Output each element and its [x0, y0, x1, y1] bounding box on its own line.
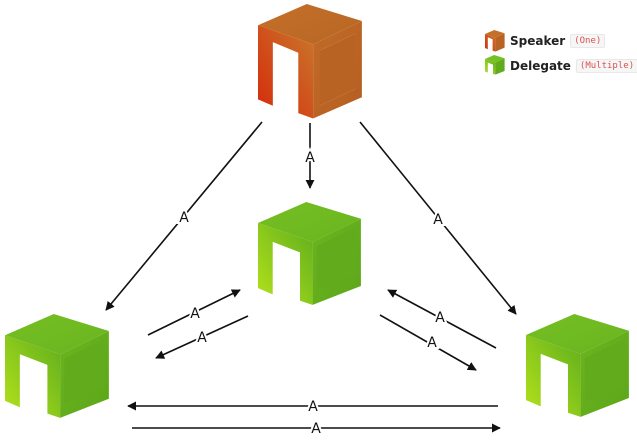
arrow-label: A: [197, 330, 207, 346]
legend-item-speaker: Speaker (One): [484, 30, 606, 52]
arrow-label: A: [179, 210, 189, 226]
delegate-cube-icon: [526, 314, 629, 417]
delegate-cube-icon: [258, 202, 361, 305]
legend-tag: (One): [570, 34, 606, 48]
arrow-label: A: [308, 399, 318, 415]
arrow-label: A: [427, 335, 437, 351]
legend-label: Speaker: [510, 34, 566, 48]
arrow-center-to-left: [155, 315, 249, 359]
arrow-label: A: [305, 150, 315, 166]
arrow-right-to-center: [387, 289, 497, 349]
legend-tag: (Multiple): [575, 59, 637, 73]
legend: Speaker (One) Delegate (Multiple): [484, 30, 637, 78]
speaker-cube-icon: [258, 4, 362, 119]
arrow-label: A: [435, 310, 445, 326]
delegate-cube-icon: [5, 314, 109, 418]
legend-item-delegate: Delegate (Multiple): [484, 55, 637, 77]
arrow-label: A: [433, 212, 443, 228]
arrow-speaker-to-right: [359, 121, 517, 315]
legend-label: Delegate: [510, 59, 571, 73]
arrow-label: A: [311, 421, 321, 437]
arrow-left-to-center: [147, 289, 241, 336]
arrow-label: A: [190, 306, 200, 322]
arrow-speaker-to-left: [105, 121, 263, 311]
speaker-cube-icon: [485, 30, 505, 52]
arrow-center-to-right: [379, 314, 477, 371]
delegate-cube-icon: [485, 55, 505, 75]
